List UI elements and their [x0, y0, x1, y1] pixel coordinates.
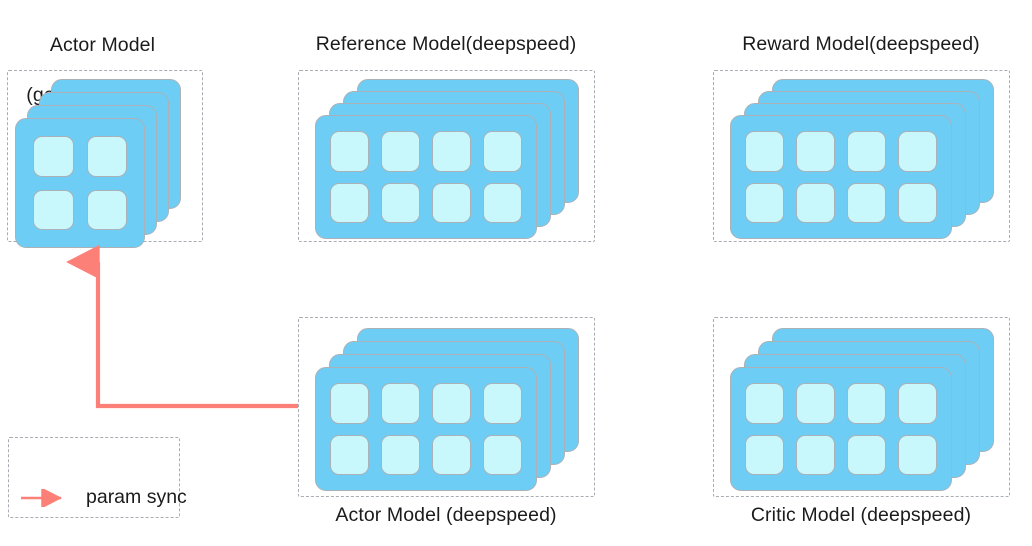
compute-tile	[847, 383, 886, 424]
compute-tile	[381, 182, 420, 223]
card-stack-actor-vllm	[8, 71, 204, 248]
card-stack-critic	[714, 318, 1011, 498]
compute-tile	[330, 182, 369, 223]
compute-tile	[796, 182, 835, 223]
compute-tile	[745, 383, 784, 424]
group-actor-deepspeed[interactable]	[298, 317, 595, 497]
card-stack-reward	[714, 71, 1011, 243]
compute-tile	[898, 383, 937, 424]
compute-tile	[898, 434, 937, 475]
caption-actor-vllm-line1: Actor Model	[49, 34, 156, 56]
compute-tile	[432, 182, 471, 223]
compute-tile	[745, 434, 784, 475]
compute-tile	[33, 189, 74, 230]
compute-tile	[483, 131, 522, 172]
compute-tile	[86, 136, 127, 177]
compute-tile	[796, 131, 835, 172]
compute-tile	[432, 131, 471, 172]
compute-tile	[483, 434, 522, 475]
compute-tile	[432, 383, 471, 424]
legend-box: param sync	[8, 437, 187, 518]
compute-tile	[847, 434, 886, 475]
card-layer-1	[15, 118, 145, 248]
card-layer-1	[315, 115, 537, 239]
compute-tile	[330, 383, 369, 424]
card-layer-1	[730, 367, 952, 491]
compute-tile	[745, 182, 784, 223]
card-stack-actor-deepspeed	[299, 318, 596, 498]
compute-tile	[483, 383, 522, 424]
compute-tile	[796, 383, 835, 424]
caption-critic: Critic Model (deepspeed)	[750, 504, 972, 526]
card-layer-1	[730, 115, 952, 239]
legend-entry-param-sync: param sync	[19, 486, 187, 509]
compute-tile	[847, 182, 886, 223]
group-actor-vllm[interactable]	[7, 70, 204, 248]
card-layer-1	[315, 367, 537, 491]
compute-tile	[745, 131, 784, 172]
param-sync-arrow-path	[66, 244, 298, 409]
caption-reference: Reference Model(deepspeed)	[315, 33, 577, 55]
compute-tile	[796, 434, 835, 475]
group-reward[interactable]	[713, 70, 1010, 242]
compute-tile	[381, 131, 420, 172]
legend-arrow-icon	[21, 488, 63, 507]
compute-tile	[432, 434, 471, 475]
compute-tile	[847, 131, 886, 172]
group-critic[interactable]	[713, 317, 1010, 497]
compute-tile	[86, 189, 127, 230]
caption-actor-deepspeed: Actor Model (deepspeed)	[335, 504, 557, 526]
compute-tile	[330, 131, 369, 172]
compute-tile	[898, 182, 937, 223]
compute-tile	[898, 131, 937, 172]
compute-tile	[33, 136, 74, 177]
caption-reward: Reward Model(deepspeed)	[742, 33, 980, 55]
legend-label-param-sync: param sync	[86, 486, 187, 508]
group-reference[interactable]	[298, 70, 595, 242]
compute-tile	[330, 434, 369, 475]
card-stack-reference	[299, 71, 596, 243]
compute-tile	[381, 383, 420, 424]
compute-tile	[381, 434, 420, 475]
compute-tile	[483, 182, 522, 223]
